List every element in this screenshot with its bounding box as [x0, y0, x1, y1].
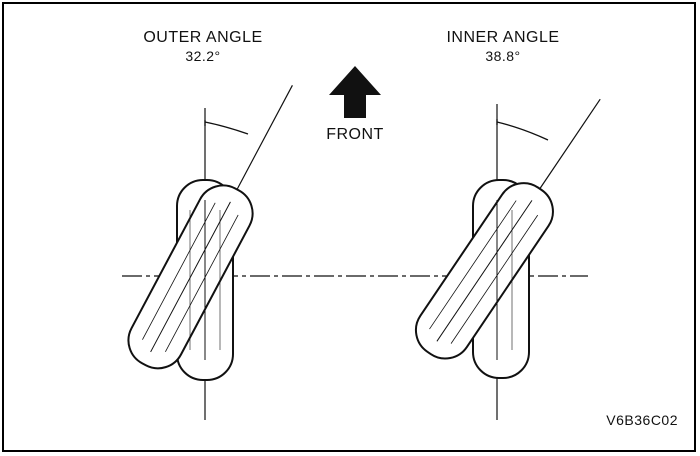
outer-angle-title: OUTER ANGLE: [143, 29, 263, 46]
inner-angle-arc: [496, 121, 549, 141]
outer-angle-value: 32.2°: [185, 48, 221, 64]
inner-angle-title: INNER ANGLE: [446, 29, 560, 46]
outer-wheel-group: [127, 85, 293, 420]
inner-angle-value: 38.8°: [485, 48, 521, 64]
front-label: FRONT: [326, 126, 384, 143]
outer-angle-arc: [204, 121, 249, 135]
inner-wheel-group: [414, 98, 601, 420]
figure-code: V6B36C02: [606, 412, 678, 428]
front-arrow-icon: [329, 66, 381, 118]
